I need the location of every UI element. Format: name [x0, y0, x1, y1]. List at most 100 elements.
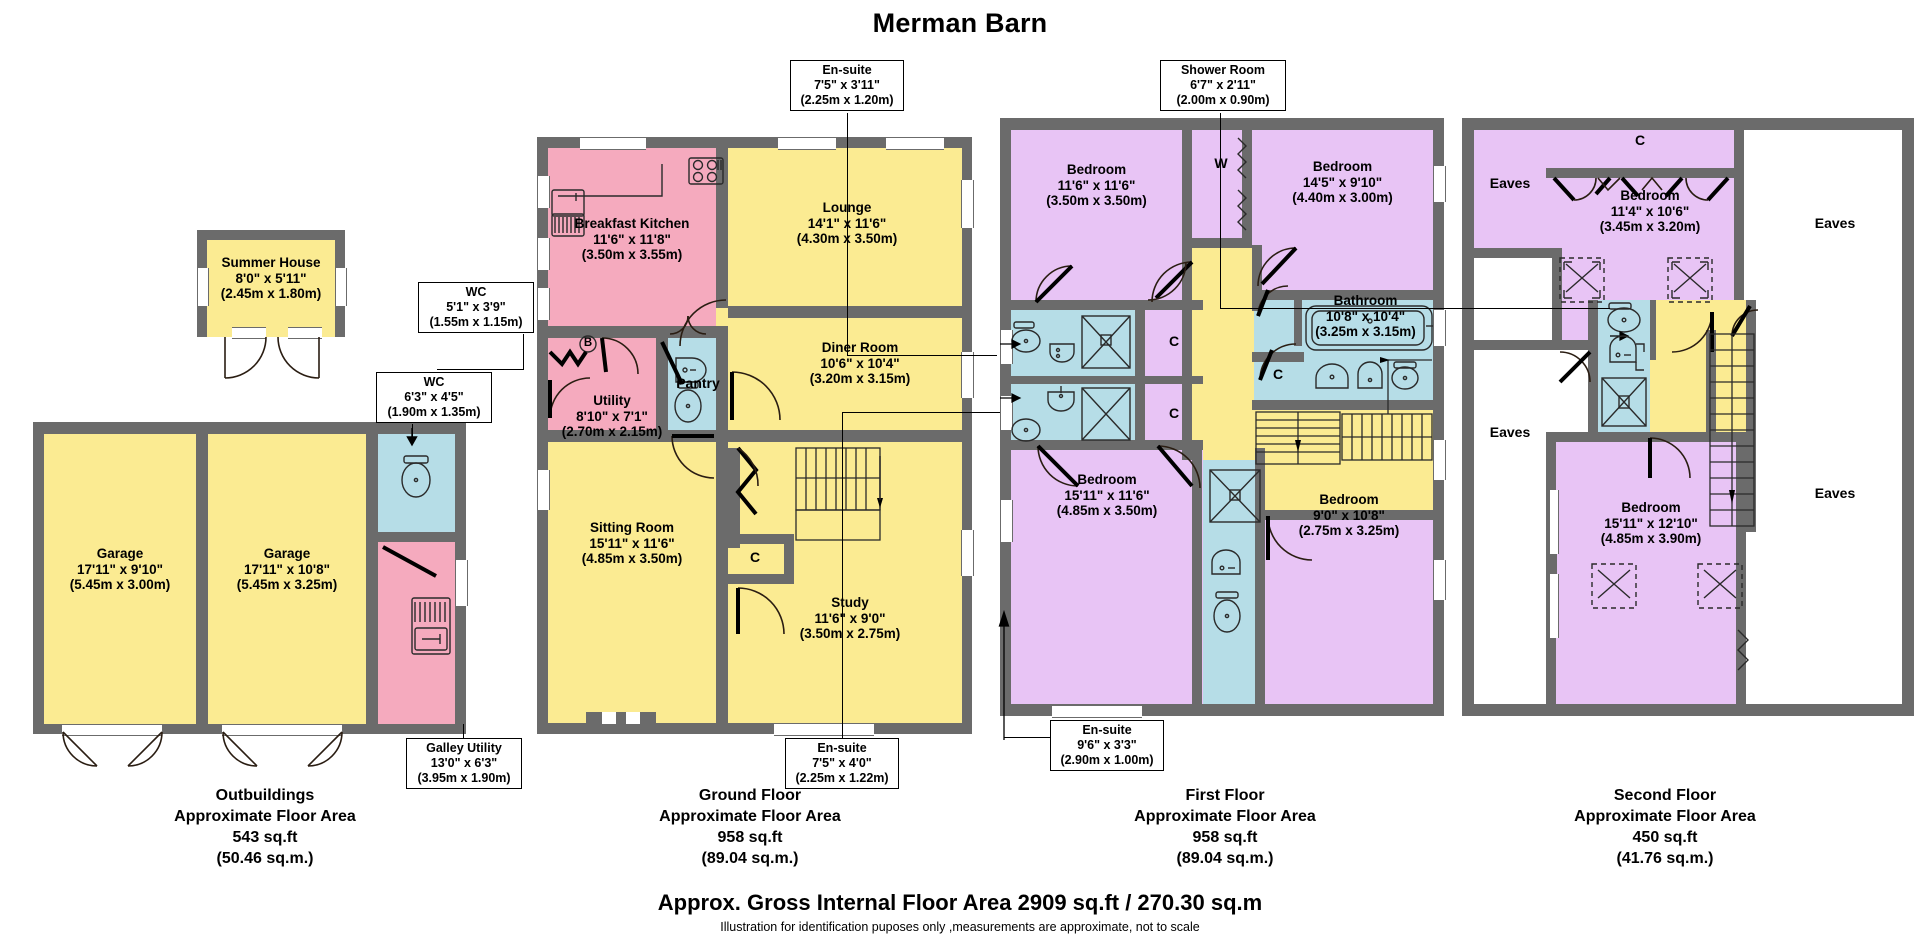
- window: [1000, 396, 1013, 430]
- window: [537, 176, 550, 208]
- room-label-bathroom: Bathroom 10'8" x 10'4" (3.25m x 3.15m): [1315, 293, 1416, 339]
- marker-eaves-4: Eaves: [1814, 485, 1856, 501]
- room-label-garage-right: Garage 17'11" x 10'8" (5.45m x 3.25m): [236, 546, 338, 592]
- room-label-bedroom-top: Bedroom 11'4" x 10'6" (3.45m x 3.20m): [1599, 188, 1701, 234]
- ensuite-nw: [1011, 310, 1145, 376]
- partition: [1252, 245, 1262, 311]
- window: [1433, 310, 1446, 346]
- marker-cupboard-c: C: [1272, 366, 1284, 382]
- cupboard-wall: [1252, 352, 1304, 362]
- gross-floor-area: Approx. Gross Internal Floor Area 2909 s…: [657, 890, 1263, 915]
- callout-leader: [847, 113, 848, 355]
- window: [335, 268, 347, 306]
- partition: [656, 336, 668, 433]
- floorplan-ground: Breakfast Kitchen 11'6" x 11'8" (3.50m x…: [520, 0, 980, 800]
- partition: [1546, 432, 1746, 442]
- garage-door-swings: [62, 731, 343, 767]
- partition: [728, 430, 962, 442]
- window: [197, 268, 209, 306]
- partition: [1192, 238, 1252, 248]
- partition: [716, 336, 728, 433]
- partition: [1011, 376, 1203, 384]
- callout-leader: [463, 724, 464, 738]
- floorplan-first: Bedroom 11'6" x 11'6" (3.50m x 3.50m) Be…: [785, 0, 1450, 800]
- partition: [1265, 510, 1433, 520]
- room-label-bedroom-sw: Bedroom 15'11" x 11'6" (4.85m x 3.50m): [1056, 472, 1158, 518]
- window: [537, 288, 550, 320]
- window: [1433, 440, 1446, 480]
- sitting-room: [548, 442, 716, 723]
- bedroom-nw: [1011, 130, 1182, 310]
- callout-arrow: [406, 428, 418, 447]
- room-label-bedroom-bottom: Bedroom 15'11" x 12'10" (4.85m x 3.90m): [1600, 500, 1702, 546]
- marker-cupboard-b: C: [1168, 405, 1180, 421]
- porch-notch: [602, 712, 616, 724]
- window: [232, 327, 266, 339]
- bathroom: [1298, 300, 1433, 410]
- caption-ground: Ground Floor Approximate Floor Area 958 …: [659, 787, 841, 867]
- partition: [1734, 130, 1744, 350]
- partition: [1474, 248, 1562, 258]
- garage-right-room: [208, 434, 366, 724]
- diner-room: [740, 318, 962, 448]
- room-label-bedroom-nw: Bedroom 11'6" x 11'6" (3.50m x 3.50m): [1046, 162, 1147, 208]
- callout-arrow: [998, 609, 1010, 740]
- window: [774, 723, 874, 736]
- marker-eaves-1: Eaves: [1489, 175, 1531, 191]
- partition: [728, 306, 962, 318]
- callout-leader: [437, 369, 524, 370]
- eaves-bottom-left: [1474, 350, 1546, 704]
- porch-notch: [626, 712, 640, 724]
- window: [537, 238, 550, 270]
- eaves-right-fill: [1756, 130, 1902, 704]
- marker-pantry: Pantry: [676, 375, 720, 391]
- callout-ensuite-right: En-suite 9'6" x 3'3" (2.90m x 1.00m): [1050, 720, 1164, 771]
- callout-leader: [1220, 113, 1221, 309]
- partition: [728, 448, 740, 548]
- caption-outbuildings: Outbuildings Approximate Floor Area 543 …: [174, 787, 356, 867]
- marker-eaves-2: Eaves: [1814, 215, 1856, 231]
- cupboard-wall: [784, 534, 794, 582]
- window: [288, 327, 322, 339]
- partition: [1255, 448, 1265, 716]
- window: [1549, 490, 1559, 554]
- window: [886, 137, 944, 150]
- window: [1000, 500, 1013, 542]
- partition: [1192, 450, 1202, 716]
- window: [580, 137, 646, 150]
- callout-leader: [1004, 737, 1050, 738]
- bedroom-sw: [1011, 448, 1203, 704]
- window: [537, 470, 550, 510]
- floorplan-outbuildings: Summer House 8'0" x 5'11" (2.45m x 1.80m…: [0, 0, 540, 800]
- caption-second: Second Floor Approximate Floor Area 450 …: [1574, 787, 1756, 867]
- partition: [1746, 300, 1756, 532]
- window: [961, 530, 974, 576]
- window: [455, 560, 468, 606]
- partition: [1242, 130, 1252, 245]
- galley-utility-room: [378, 542, 455, 724]
- ensuite-nw2: [1011, 382, 1145, 448]
- bedroom-se: [1265, 520, 1433, 704]
- room-label-utility: Utility 8'10" x 7'1" (2.70m x 2.15m): [561, 393, 663, 439]
- partition: [1011, 300, 1203, 310]
- partition: [196, 434, 208, 724]
- partition: [1294, 300, 1302, 346]
- ground-doors-and-stairs: [548, 157, 883, 635]
- partition: [1252, 400, 1302, 410]
- window-mullion: [1546, 554, 1557, 574]
- partition: [366, 532, 455, 542]
- marker-cupboard-a: C: [1168, 333, 1180, 349]
- window: [1052, 705, 1142, 718]
- page-title: Merman Barn: [872, 8, 1048, 38]
- callout-wc-lower: WC 6'3" x 4'5" (1.90m x 1.35m): [376, 372, 492, 423]
- callout-leader: [412, 424, 413, 441]
- partition: [1298, 400, 1433, 410]
- caption-first: First Floor Approximate Floor Area 958 s…: [1134, 787, 1316, 867]
- callout-leader: [1220, 308, 1610, 309]
- floorplan-second: Bedroom 11'4" x 10'6" (3.45m x 3.20m) Be…: [1160, 0, 1920, 800]
- partition: [548, 430, 728, 442]
- window: [1549, 574, 1559, 638]
- wc-room: [378, 434, 455, 532]
- room-label-diner: Diner Room 10'6" x 10'4" (3.20m x 3.15m): [809, 340, 911, 386]
- window: [778, 137, 836, 150]
